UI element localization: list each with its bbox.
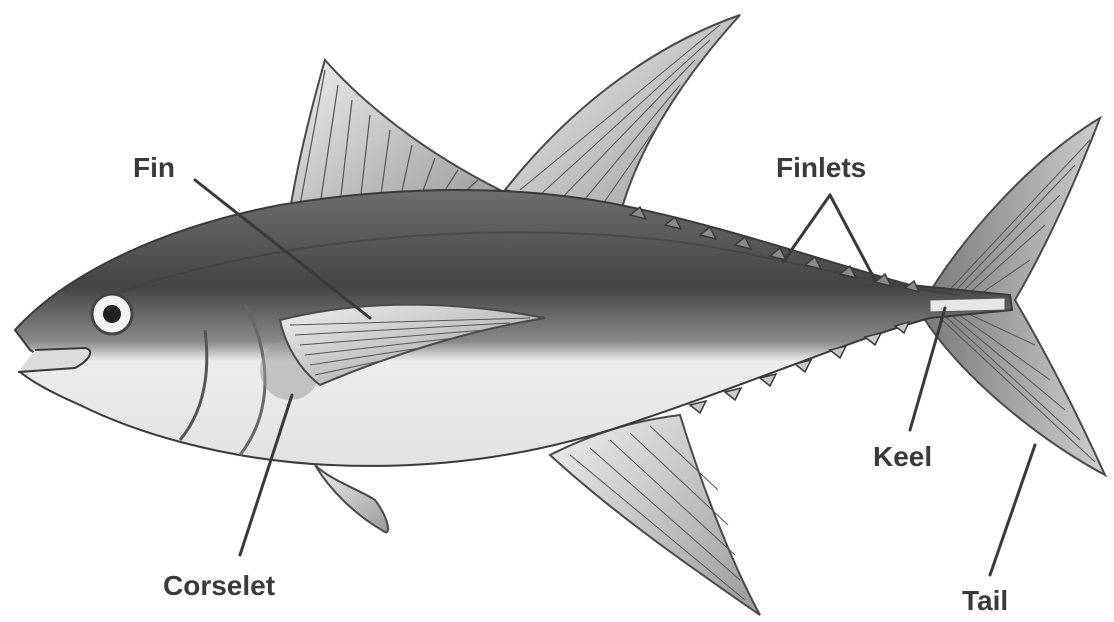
keel-leader [910,308,945,430]
tail-label: Tail [962,585,1008,616]
anal-fin [550,415,760,615]
finlets-label: Finlets [776,152,866,183]
pelvic-fin [315,465,388,532]
first-dorsal-fin [290,60,500,210]
tail-leader [990,445,1035,575]
finlets-leader-left [783,195,830,262]
fin-label: Fin [133,152,175,183]
keel-label: Keel [873,441,932,472]
corselet-label: Corselet [163,570,275,601]
second-dorsal-fin [505,15,740,215]
tuna-body [15,190,1012,466]
keel-ridge [930,298,1005,312]
